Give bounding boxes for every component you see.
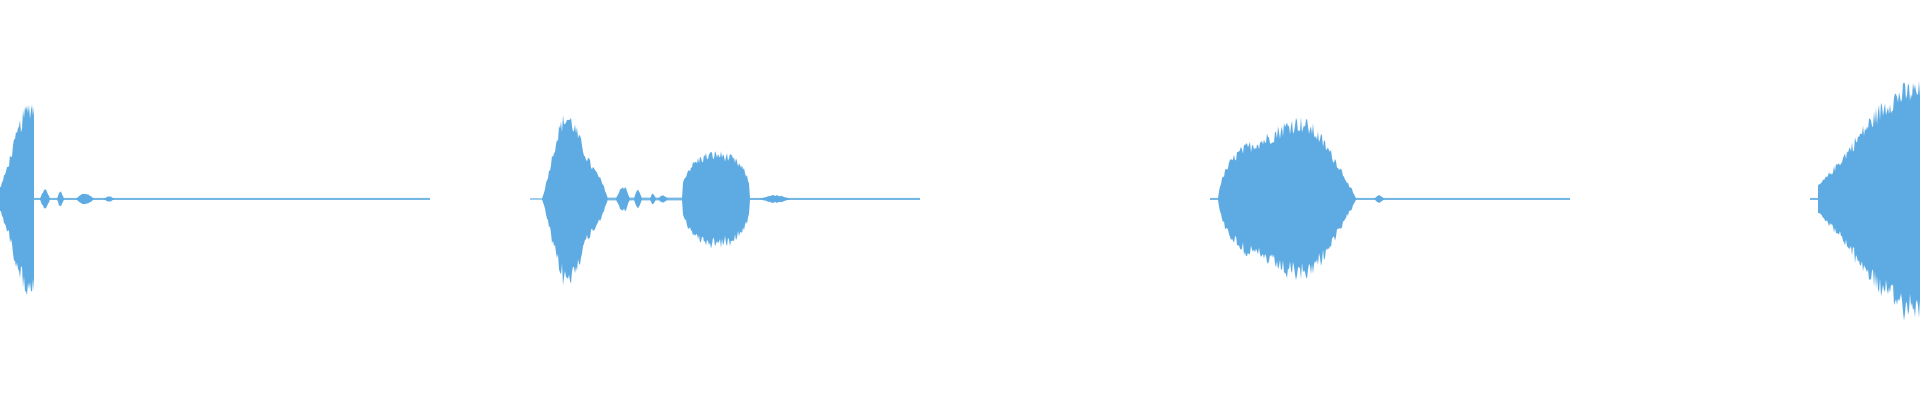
waveform-noise-segment bbox=[1352, 197, 1570, 200]
waveform-blip bbox=[616, 187, 630, 212]
waveform-burst bbox=[1818, 81, 1920, 321]
waveform-burst bbox=[1218, 116, 1352, 281]
waveform-blip bbox=[76, 193, 94, 205]
waveform-blip bbox=[1374, 195, 1384, 203]
waveform-blip bbox=[760, 194, 790, 204]
waveform-burst bbox=[542, 115, 608, 286]
waveform-group bbox=[0, 81, 1920, 321]
waveform-blip bbox=[634, 189, 642, 209]
waveform-blip bbox=[650, 193, 656, 205]
waveform-noise-segment bbox=[608, 197, 682, 201]
waveform-noise-segment bbox=[34, 197, 430, 200]
waveform-noise-segment bbox=[750, 197, 920, 200]
waveform-blip bbox=[104, 196, 114, 202]
waveform-blip bbox=[57, 191, 64, 207]
waveform-noise-segment bbox=[1210, 197, 1218, 200]
waveform-noise-segment bbox=[1810, 197, 1818, 200]
waveform-burst bbox=[0, 104, 34, 295]
waveform-noise-segment bbox=[530, 198, 542, 200]
waveform-burst bbox=[682, 151, 750, 249]
waveform-blip bbox=[658, 194, 668, 203]
waveform-blip bbox=[40, 189, 50, 209]
